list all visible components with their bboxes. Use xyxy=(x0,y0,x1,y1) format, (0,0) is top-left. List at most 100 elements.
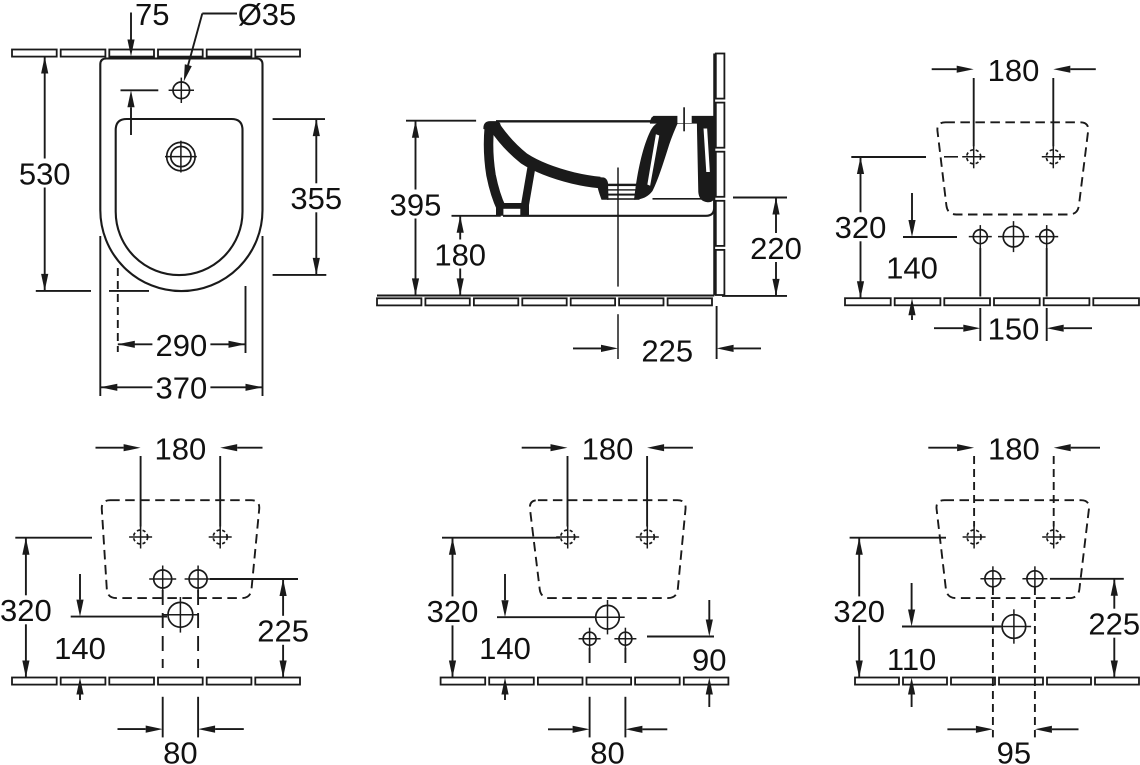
hatch-segment xyxy=(424,297,471,307)
dim-plan-tap-hole-diameter: Ø35 xyxy=(238,0,297,32)
view-rear-a: 180 320 140 150 xyxy=(831,53,1096,347)
dimension-arrowhead xyxy=(856,281,865,299)
dim-side-outlet-height: 220 xyxy=(750,231,802,266)
dimension-text-mask xyxy=(1085,608,1140,638)
fixing-hole-icon xyxy=(962,525,986,549)
dimension-arrowhead xyxy=(772,278,780,296)
dimension-text-mask xyxy=(287,183,346,213)
hatch-segment xyxy=(108,676,155,686)
hatch-segment xyxy=(714,199,726,247)
dim-rear-c-outlet-height: 140 xyxy=(479,631,531,666)
drain-weir-line xyxy=(607,189,640,191)
hatch-segment xyxy=(682,676,730,686)
dim-rear-b-fixing-span: 180 xyxy=(155,431,207,466)
floor-hatch-band xyxy=(439,676,730,686)
dimension-arrowhead xyxy=(855,660,863,678)
view-side: 395 180 220 225 xyxy=(376,52,805,369)
fixing-hole-icon xyxy=(208,525,232,549)
dim-rear-a-outlet-height: 140 xyxy=(886,251,938,286)
hatch-segment xyxy=(1042,297,1091,307)
hatch-segment xyxy=(59,676,107,686)
bidet-rear-outline xyxy=(100,499,261,600)
dimension-arrowhead xyxy=(456,278,464,296)
view-rear-d: 180 320 110 225 95 xyxy=(830,431,1140,765)
dimension-arrowhead xyxy=(716,344,734,352)
foot-notch xyxy=(503,208,521,215)
hatch-segment xyxy=(998,676,1044,686)
hatch-segment xyxy=(902,676,948,686)
bidet-bottom-outline xyxy=(503,122,716,217)
dimension-arrowhead xyxy=(411,278,420,296)
hatch-segment xyxy=(714,101,726,149)
fixing-hole-icon xyxy=(1041,145,1065,169)
dimension-arrowhead xyxy=(123,444,141,452)
dim-rear-d-supply-height: 225 xyxy=(1088,607,1140,642)
drawing-line xyxy=(184,13,204,76)
dimension-arrowhead xyxy=(705,619,713,637)
hatch-segment xyxy=(950,676,996,686)
dimension-arrowhead xyxy=(572,725,590,733)
dimension-arrowhead xyxy=(228,340,246,348)
drain-hole-icon xyxy=(165,140,197,173)
fixing-hole-icon xyxy=(1042,525,1066,549)
dim-plan-tap-offset: 75 xyxy=(135,0,169,32)
dimension-arrowhead xyxy=(601,344,618,352)
dimension-arrowhead xyxy=(908,609,916,627)
bowl-front-joint-section xyxy=(488,123,504,137)
dimension-arrowhead xyxy=(705,677,713,695)
hatch-segment xyxy=(943,297,991,307)
dimension-arrowhead xyxy=(117,340,135,348)
hatch-segment xyxy=(376,297,423,307)
hatch-segment xyxy=(254,676,301,686)
dimension-arrowhead xyxy=(1034,725,1052,733)
dimension-text-mask xyxy=(15,158,74,188)
drain-weir-line xyxy=(607,193,640,196)
dimension-arrowhead xyxy=(220,444,238,452)
dimension-text-mask xyxy=(254,615,313,645)
dimension-arrowhead xyxy=(127,39,135,57)
dimension-arrowhead xyxy=(1053,65,1071,73)
dimension-text-mask xyxy=(0,595,55,625)
dimension-arrowhead xyxy=(22,660,30,678)
hatch-segment xyxy=(439,676,487,686)
dim-side-clearance: 180 xyxy=(434,237,486,272)
hatch-segment xyxy=(1094,676,1140,686)
dim-rear-c-fixing-height: 320 xyxy=(427,594,479,629)
dimension-text-mask xyxy=(830,596,889,626)
dimension-arrowhead xyxy=(625,725,643,733)
fixing-hole-icon xyxy=(635,525,659,549)
dimension-arrowhead xyxy=(647,444,665,452)
dimension-arrowhead xyxy=(127,90,135,108)
tap-hole-icon xyxy=(168,77,194,103)
hatch-segment xyxy=(11,48,58,58)
dim-rear-d-fixing-height: 320 xyxy=(833,594,885,629)
bowl-rear-wall-section xyxy=(634,122,678,200)
floor-hatch-band xyxy=(376,297,713,307)
supply-hole-icon xyxy=(149,565,177,593)
dimension-arrowhead xyxy=(1110,660,1118,678)
dim-rear-d-outlet-height: 110 xyxy=(887,642,936,677)
dimension-arrowhead xyxy=(279,660,287,678)
hatch-segment xyxy=(157,48,204,58)
hatch-segment xyxy=(205,676,253,686)
hatch-segment xyxy=(488,676,535,686)
drain-hole-icon xyxy=(996,609,1032,644)
dim-rear-c-supply-height: 90 xyxy=(692,642,726,677)
dimension-arrowhead xyxy=(411,120,420,138)
dimension-text-mask xyxy=(386,189,445,219)
dim-plan-bowl-width: 290 xyxy=(156,328,208,363)
bidet-outer-outline xyxy=(99,57,264,293)
bidet-front-wall-section xyxy=(483,125,506,211)
wall-hatch-band xyxy=(11,48,301,58)
hatch-segment xyxy=(854,676,900,686)
dimension-arrowhead xyxy=(908,298,916,316)
supply-hole-icon xyxy=(184,565,212,593)
dimension-arrowhead xyxy=(908,677,916,695)
rear-slot xyxy=(702,127,711,173)
dimension-arrowhead xyxy=(975,725,993,733)
hatch-segment xyxy=(844,297,892,307)
hatch-segment xyxy=(254,48,301,58)
hatch-segment xyxy=(157,676,204,686)
